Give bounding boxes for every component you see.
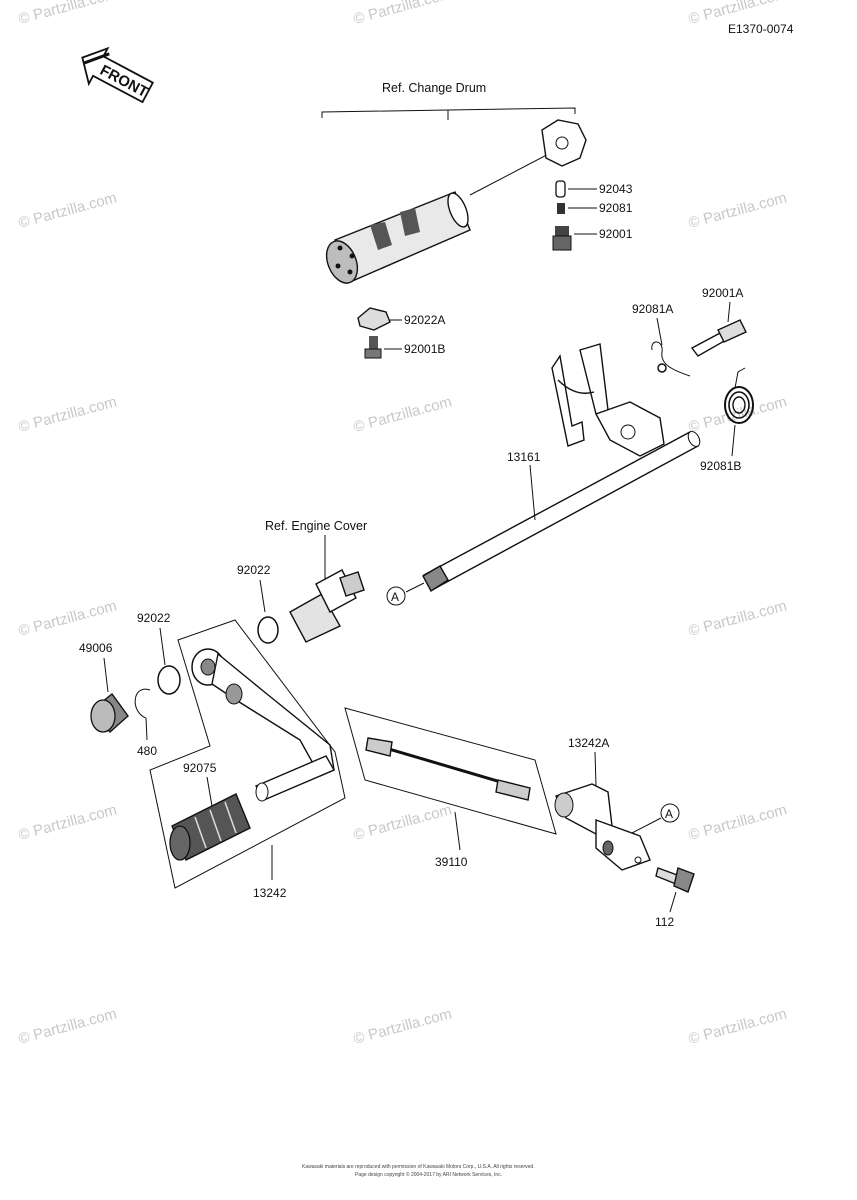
washer-92022-mid xyxy=(157,665,181,695)
watermark: © Partzilla.com xyxy=(352,1005,454,1048)
spring-92081A xyxy=(651,341,691,377)
label-92075: 92075 xyxy=(183,761,217,775)
watermark: © Partzilla.com xyxy=(17,597,119,640)
spring-92081B xyxy=(724,367,754,424)
diagram-id: E1370-0074 xyxy=(728,22,794,36)
watermark: © Partzilla.com xyxy=(17,189,119,232)
label-92081: 92081 xyxy=(599,201,633,215)
label-92022-upper: 92022 xyxy=(237,563,271,577)
label-49006: 49006 xyxy=(79,641,113,655)
watermark: © Partzilla.com xyxy=(352,801,454,844)
label-92043: 92043 xyxy=(599,182,633,196)
label-13161: 13161 xyxy=(507,450,541,464)
shift-shaft-13161 xyxy=(422,343,701,593)
engine-cover-plug xyxy=(289,569,365,643)
rod-group-outline xyxy=(344,707,557,835)
watermark: © Partzilla.com xyxy=(17,0,119,28)
label-92022-mid: 92022 xyxy=(137,611,171,625)
footer-line-1: Kawasaki materials are reproduced with p… xyxy=(302,1164,535,1170)
label-112: 112 xyxy=(655,915,674,929)
watermark: © Partzilla.com xyxy=(17,1005,119,1048)
lever-group-outline xyxy=(149,619,346,889)
svg-text:A: A xyxy=(391,590,399,604)
marker-a-2: A xyxy=(660,803,680,823)
bolt-112 xyxy=(655,867,695,893)
label-13242A: 13242A xyxy=(568,736,609,750)
svg-text:A: A xyxy=(665,807,673,821)
bolt-92001A xyxy=(690,319,747,357)
label-480: 480 xyxy=(137,744,157,758)
label-92081A: 92081A xyxy=(632,302,673,316)
spring-92081 xyxy=(557,203,565,214)
watermark: © Partzilla.com xyxy=(687,801,789,844)
watermark: © Partzilla.com xyxy=(352,393,454,436)
label-39110: 39110 xyxy=(435,855,468,869)
bolt-92001B xyxy=(364,336,382,359)
washer-92022-upper xyxy=(257,616,279,644)
cap-49006 xyxy=(90,692,129,734)
watermark-layer: © Partzilla.com © Partzilla.com © Partzi… xyxy=(17,0,789,1048)
marker-a-1: A xyxy=(386,586,406,606)
ref-change-drum: Ref. Change Drum xyxy=(382,81,486,95)
front-arrow-icon: FRONT xyxy=(81,46,155,104)
change-drum xyxy=(325,119,587,284)
label-92022A: 92022A xyxy=(404,313,445,327)
circlip-480 xyxy=(134,688,151,719)
label-92001B: 92001B xyxy=(404,342,445,356)
watermark: © Partzilla.com xyxy=(352,0,454,28)
shift-arm-13242A xyxy=(554,783,651,871)
watermark: © Partzilla.com xyxy=(17,393,119,436)
footer-line-2: Page design copyright © 2004-2017 by ARI… xyxy=(355,1171,502,1178)
bolt-92001 xyxy=(552,226,572,251)
rubber-92075 xyxy=(169,793,251,861)
label-92001: 92001 xyxy=(599,227,633,241)
watermark: © Partzilla.com xyxy=(687,189,789,232)
watermark: © Partzilla.com xyxy=(17,801,119,844)
label-13242: 13242 xyxy=(253,886,287,900)
plate-92022A xyxy=(357,307,391,331)
ref-engine-cover: Ref. Engine Cover xyxy=(265,519,367,533)
watermark: © Partzilla.com xyxy=(687,393,789,436)
watermark: © Partzilla.com xyxy=(687,1005,789,1048)
shift-lever-13242 xyxy=(191,648,335,802)
label-92081B: 92081B xyxy=(700,459,741,473)
tie-rod-39110 xyxy=(365,737,531,801)
label-92001A: 92001A xyxy=(702,286,743,300)
pin-92043 xyxy=(555,180,566,198)
watermark: © Partzilla.com xyxy=(687,597,789,640)
